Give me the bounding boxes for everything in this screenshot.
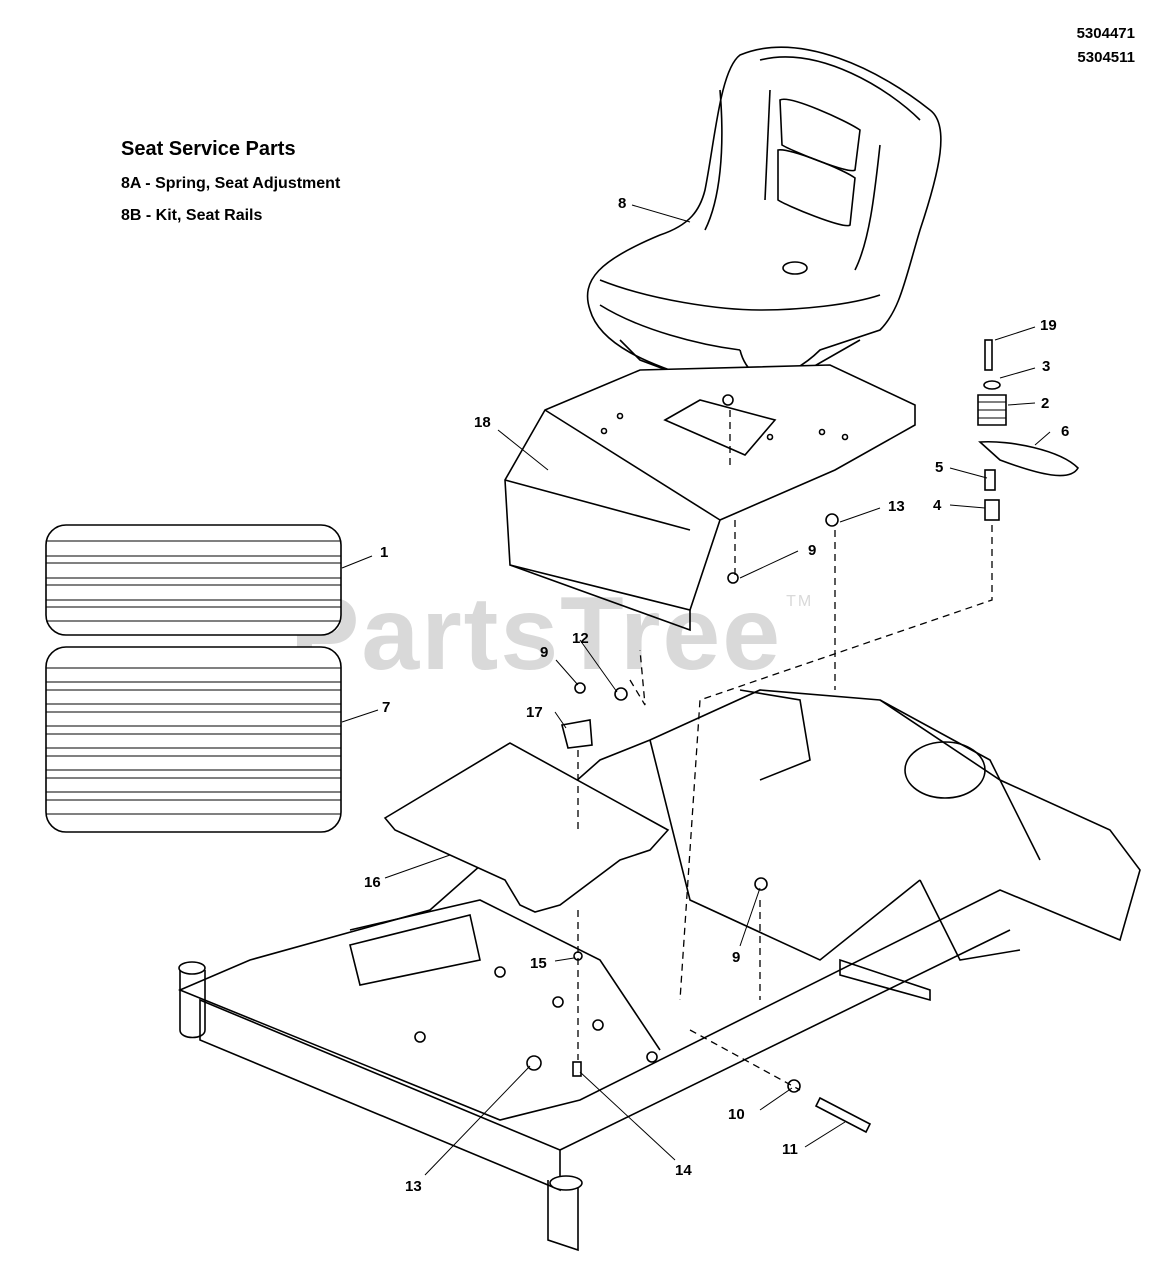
callout-17[interactable]: 17 xyxy=(526,704,543,721)
seat-service-parts-info: Seat Service Parts 8A - Spring, Seat Adj… xyxy=(121,138,340,239)
decal-part-1[interactable] xyxy=(45,524,342,636)
callout-12[interactable]: 12 xyxy=(572,630,589,647)
callout-6[interactable]: 6 xyxy=(1061,423,1069,440)
leader-lines xyxy=(341,204,1051,1176)
decal-part-7[interactable] xyxy=(45,646,342,833)
callout-3[interactable]: 3 xyxy=(1042,358,1050,375)
callout-14[interactable]: 14 xyxy=(675,1162,692,1179)
service-part-line: 8A - Spring, Seat Adjustment xyxy=(121,175,341,192)
callout-4[interactable]: 4 xyxy=(933,497,942,514)
callout-13-lower[interactable]: 13 xyxy=(405,1178,422,1195)
watermark-text: PartsTree xyxy=(290,576,783,692)
service-part-line: 8B - Kit, Seat Rails xyxy=(121,207,263,224)
callout-2[interactable]: 2 xyxy=(1041,395,1049,412)
callout-15[interactable]: 15 xyxy=(530,955,547,972)
plate-part-16[interactable] xyxy=(383,742,670,913)
callout-1[interactable]: 1 xyxy=(380,544,388,561)
callout-9-upper[interactable]: 9 xyxy=(808,542,816,559)
callout-13-upper[interactable]: 13 xyxy=(888,498,905,515)
callout-7[interactable]: 7 xyxy=(382,699,390,716)
callout-11[interactable]: 11 xyxy=(782,1141,798,1158)
callout-9-middle[interactable]: 9 xyxy=(540,644,548,661)
callout-8[interactable]: 8 xyxy=(618,195,626,212)
service-parts-title: Seat Service Parts xyxy=(121,138,296,160)
callout-18[interactable]: 18 xyxy=(474,414,491,431)
callout-19[interactable]: 19 xyxy=(1040,317,1057,334)
callout-5[interactable]: 5 xyxy=(935,459,943,476)
hardware-bits[interactable] xyxy=(526,394,872,1134)
callout-16[interactable]: 16 xyxy=(364,874,381,891)
spring-bolt-stack[interactable] xyxy=(977,339,1079,521)
callout-10[interactable]: 10 xyxy=(728,1106,745,1123)
callout-9-lower[interactable]: 9 xyxy=(732,949,740,966)
reference-numbers: 5304471 5304511 xyxy=(1077,22,1135,70)
seat-part-8[interactable] xyxy=(586,46,942,387)
watermark-tm: TM xyxy=(786,593,814,610)
seat-pan-part-18[interactable] xyxy=(504,364,916,632)
reference-number: 5304471 xyxy=(1076,25,1135,42)
assembly-lines xyxy=(577,410,993,1091)
reference-number: 5304511 xyxy=(1077,49,1135,66)
